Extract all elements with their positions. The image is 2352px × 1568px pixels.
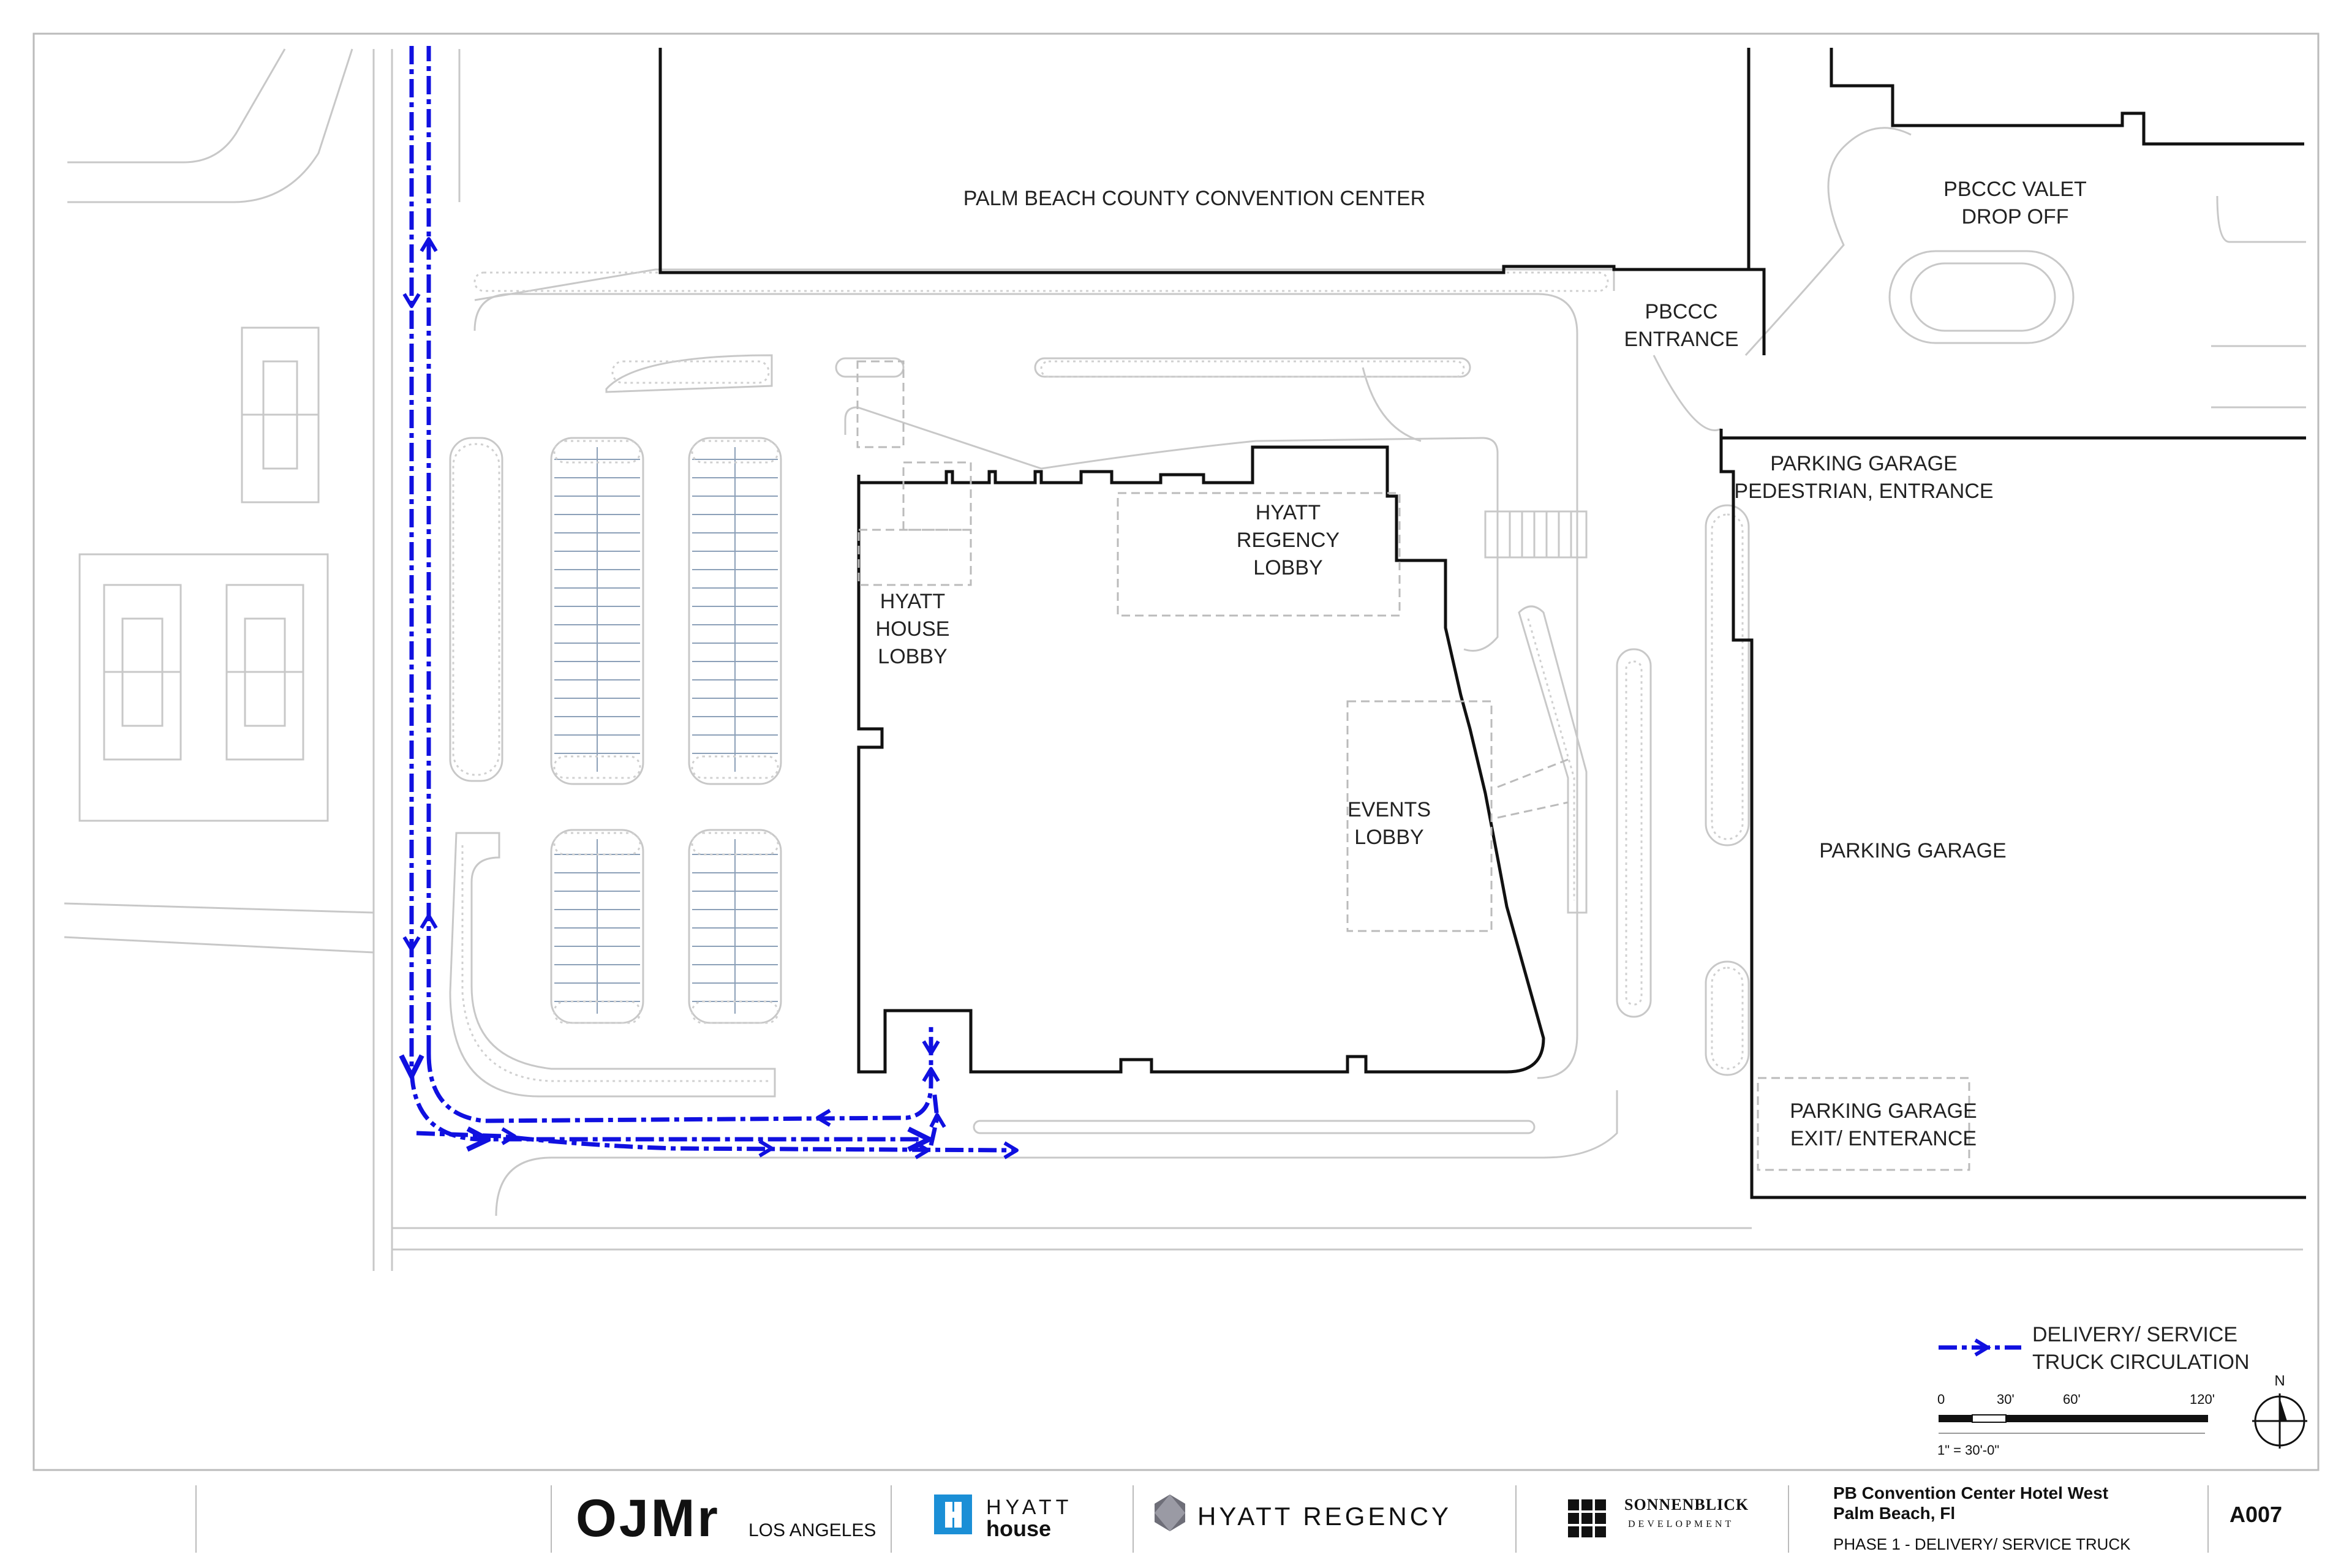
scale-seg-3 (2006, 1415, 2073, 1422)
legend: DELIVERY/ SERVICE TRUCK CIRCULATION (1939, 1323, 2250, 1374)
arrow-dock-up-2 (929, 1113, 946, 1128)
scale-bar: 0 30' 60' 120' 1" = 30'-0" (1937, 1392, 2215, 1458)
valet-building-outline (1830, 48, 2304, 146)
hyatt-house-icon (934, 1494, 972, 1534)
delivery-route (412, 46, 1014, 1153)
project-name: PB Convention Center Hotel West (1833, 1483, 2108, 1502)
label-garage-exit-1: PARKING GARAGE (1790, 1099, 1977, 1123)
label-events-lobby-1: EVENTS (1348, 798, 1431, 821)
scale-ratio: 1" = 30'-0" (1937, 1442, 1999, 1458)
arrow-east-2 (758, 1139, 774, 1158)
sonnenblick-name: SONNENBLICK (1624, 1496, 1749, 1513)
label-events-lobby-2: LOBBY (1354, 826, 1423, 849)
route-east (426, 1023, 933, 1123)
arrow-south-1 (402, 293, 421, 308)
scale-seg-2 (1972, 1414, 2007, 1423)
label-regency-lobby-1: HYATT (1256, 501, 1321, 524)
label-valet-1: PBCCC VALET (1943, 178, 2087, 201)
scale-tick-60: 60' (2063, 1392, 2081, 1407)
sheet-description: PHASE 1 - DELIVERY/ SERVICE TRUCK (1833, 1535, 2131, 1553)
drawing-border (32, 32, 2320, 1471)
ojmr-city: LOS ANGELES (748, 1520, 876, 1540)
pbccc-entrance-outline (1749, 268, 1766, 355)
arrow-dock-down (922, 1040, 940, 1055)
route-loading-dock (929, 1090, 940, 1146)
parking-stalls (554, 447, 778, 1014)
label-house-lobby-3: LOBBY (878, 645, 947, 668)
convention-center-outline (658, 48, 1751, 274)
label-entrance-2: ENTRANCE (1624, 328, 1738, 351)
sheet-number: A007 (2230, 1502, 2282, 1527)
arrow-north-2 (420, 914, 438, 929)
legend-label-1: DELIVERY/ SERVICE (2032, 1323, 2237, 1346)
hyatt-house-sub: house (986, 1516, 1051, 1541)
scale-seg-1 (1939, 1415, 1972, 1422)
sonnenblick-sub: DEVELOPMENT (1628, 1519, 1734, 1529)
ojmr-logo: OJMr (576, 1489, 720, 1548)
room-outlines (856, 360, 1970, 1171)
landscape-planting (452, 271, 1744, 1082)
arrow-east-1 (501, 1127, 516, 1145)
label-valet-2: DROP OFF (1961, 205, 2068, 228)
label-parking-garage: PARKING GARAGE (1819, 839, 2006, 862)
label-regency-lobby-2: REGENCY (1237, 529, 1340, 552)
label-entrance-1: PBCCC (1645, 300, 1717, 323)
hyatt-house-name: HYATT (986, 1496, 1072, 1519)
hotel-outline (857, 445, 1545, 1074)
label-house-lobby-2: HOUSE (876, 617, 950, 641)
hyatt-regency-name: HYATT REGENCY (1197, 1502, 1452, 1531)
route-arrows (402, 237, 1019, 1159)
hyatt-regency-icon (1155, 1494, 1185, 1531)
label-garage-ped-2: PEDESTRIAN, ENTRANCE (1734, 480, 1993, 503)
arrow-dock-up (922, 1067, 940, 1082)
arrow-west-1 (816, 1109, 831, 1127)
project-location: Palm Beach, Fl (1833, 1504, 1955, 1523)
legend-arrow-icon (1974, 1338, 1991, 1357)
label-garage-ped-1: PARKING GARAGE (1770, 452, 1957, 475)
label-regency-lobby-3: LOBBY (1253, 556, 1322, 579)
arrow-east-3 (914, 1141, 930, 1159)
label-convention-center: PALM BEACH COUNTY CONVENTION CENTER (963, 187, 1425, 210)
label-house-lobby-1: HYATT (880, 590, 945, 613)
north-label: N (2274, 1373, 2285, 1389)
route-lower (416, 1131, 1014, 1153)
arrow-east-4 (1003, 1141, 1019, 1159)
parking-garage-outline (1719, 429, 2306, 1199)
arrow-north-1 (420, 237, 438, 252)
plan-labels: PALM BEACH COUNTY CONVENTION CENTER PBCC… (876, 178, 2087, 1150)
building-outlines (658, 48, 2306, 1199)
scale-tick-30: 30' (1997, 1392, 2015, 1407)
north-arrow: N (2252, 1373, 2307, 1449)
scale-tick-120: 120' (2190, 1392, 2215, 1407)
scale-seg-4 (2073, 1415, 2208, 1422)
north-needle-icon (2280, 1398, 2287, 1421)
route-southbound (412, 46, 928, 1139)
title-block: OJMr LOS ANGELES HYATT house HYATT REGEN… (195, 1483, 2282, 1553)
arrow-south-2 (402, 936, 421, 951)
label-garage-exit-2: EXIT/ ENTERANCE (1790, 1127, 1977, 1150)
legend-label-2: TRUCK CIRCULATION (2032, 1351, 2250, 1374)
scale-tick-0: 0 (1937, 1392, 1945, 1407)
sonnenblick-icon (1568, 1499, 1606, 1537)
